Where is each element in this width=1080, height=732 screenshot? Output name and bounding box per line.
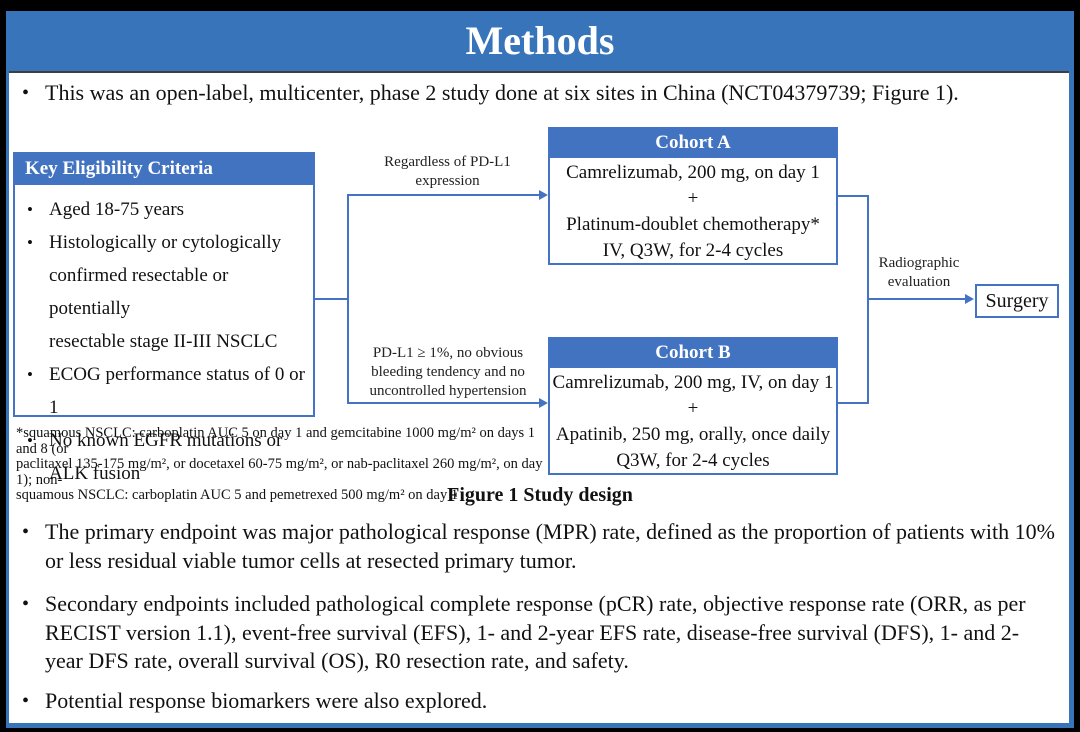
connector-line [838, 195, 869, 197]
cohort-b-line: Apatinib, 250 mg, orally, once daily [555, 424, 831, 445]
cohort-a-header: Cohort A [550, 129, 836, 158]
arrowhead-icon [539, 398, 548, 408]
cohort-b-header: Cohort B [550, 339, 836, 368]
cohort-a-line: Camrelizumab, 200 mg, on day 1 [566, 162, 820, 183]
evaluation-label: Radiographic evaluation [878, 255, 960, 290]
connector-line [867, 195, 869, 404]
connector-line [315, 298, 349, 300]
chemotherapy-footnote: *squamous NSCLC: carboplatin AUC 5 on da… [16, 425, 543, 503]
cohort-b-body: Camrelizumab, 200 mg, IV, on day 1 + Apa… [550, 368, 836, 474]
eligibility-body: Aged 18-75 years Histologically or cytol… [15, 185, 313, 490]
cohort-b-line: Camrelizumab, 200 mg, IV, on day 1 [552, 372, 834, 393]
cohort-a-line: IV, Q3W, for 2-4 cycles [602, 240, 784, 261]
eligibility-item: ECOG performance status of 0 or 1 [23, 358, 309, 424]
connector-line [349, 194, 539, 196]
cohort-b-box: Cohort B Camrelizumab, 200 mg, IV, on da… [548, 337, 838, 475]
primary-endpoint-bullet: The primary endpoint was major pathologi… [20, 518, 1056, 575]
cohort-b-line: Q3W, for 2-4 cycles [616, 450, 770, 471]
eligibility-item: No known EGFR mutations or ALK fusion [23, 424, 309, 490]
eligibility-header: Key Eligibility Criteria [15, 154, 313, 185]
cohort-a-body: Camrelizumab, 200 mg, on day 1 + Platinu… [550, 158, 836, 264]
slide-title: Methods [465, 18, 615, 63]
arrowhead-icon [539, 190, 548, 200]
connector-line [349, 402, 539, 404]
figure-caption: Figure 1 Study design [447, 484, 633, 506]
arrowhead-icon [965, 294, 974, 304]
biomarkers-bullet: Potential response biomarkers were also … [20, 687, 1056, 716]
connector-line [347, 194, 349, 404]
connector-line [838, 402, 869, 404]
branch-label-top: Regardless of PD-L1 expression [384, 154, 511, 189]
surgery-box: Surgery [975, 284, 1059, 318]
secondary-endpoints-bullet: Secondary endpoints included pathologica… [20, 590, 1056, 676]
branch-label-bottom: PD-L1 ≥ 1%, no obvious bleeding tendency… [369, 345, 527, 399]
cohort-a-line: + [687, 188, 699, 209]
study-overview-bullet: This was an open-label, multicenter, pha… [20, 79, 1056, 108]
connector-line [869, 298, 965, 300]
cohort-b-line: + [687, 398, 699, 419]
cohort-a-box: Cohort A Camrelizumab, 200 mg, on day 1 … [548, 127, 838, 265]
eligibility-item: Histologically or cytologically confirme… [23, 226, 309, 358]
cohort-a-line: Platinum-doublet chemotherapy* [566, 214, 820, 235]
eligibility-criteria-box: Key Eligibility Criteria Aged 18-75 year… [13, 152, 315, 484]
eligibility-item: Aged 18-75 years [23, 193, 309, 226]
